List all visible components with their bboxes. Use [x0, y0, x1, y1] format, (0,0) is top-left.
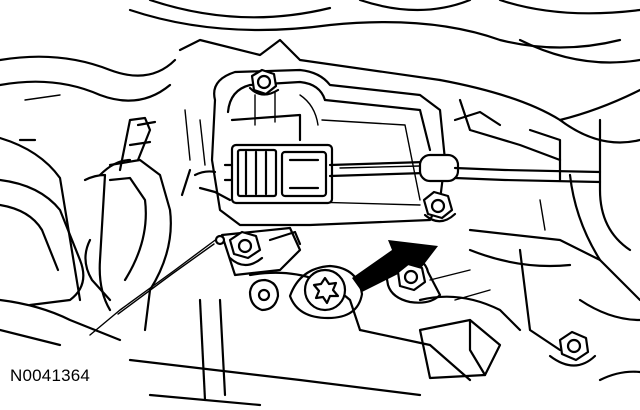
- figure-reference-code: N0041364: [10, 366, 91, 385]
- lower-right-bolt: [383, 253, 442, 304]
- mounting-tab: [248, 278, 280, 312]
- electrical-connector: [180, 143, 334, 205]
- callout-arrow: [352, 240, 438, 292]
- lower-left-hose: [0, 178, 85, 307]
- actuator-cable: [328, 153, 602, 184]
- right-mounting-bolt: [422, 190, 457, 223]
- ground-lead: [89, 234, 226, 336]
- left-hoses: [83, 116, 157, 312]
- lower-right-bracket: [418, 318, 597, 380]
- upper-mounting-bolt: [248, 68, 280, 96]
- torx-head-bolt: [288, 264, 364, 320]
- left-mounting-bolt: [220, 226, 302, 277]
